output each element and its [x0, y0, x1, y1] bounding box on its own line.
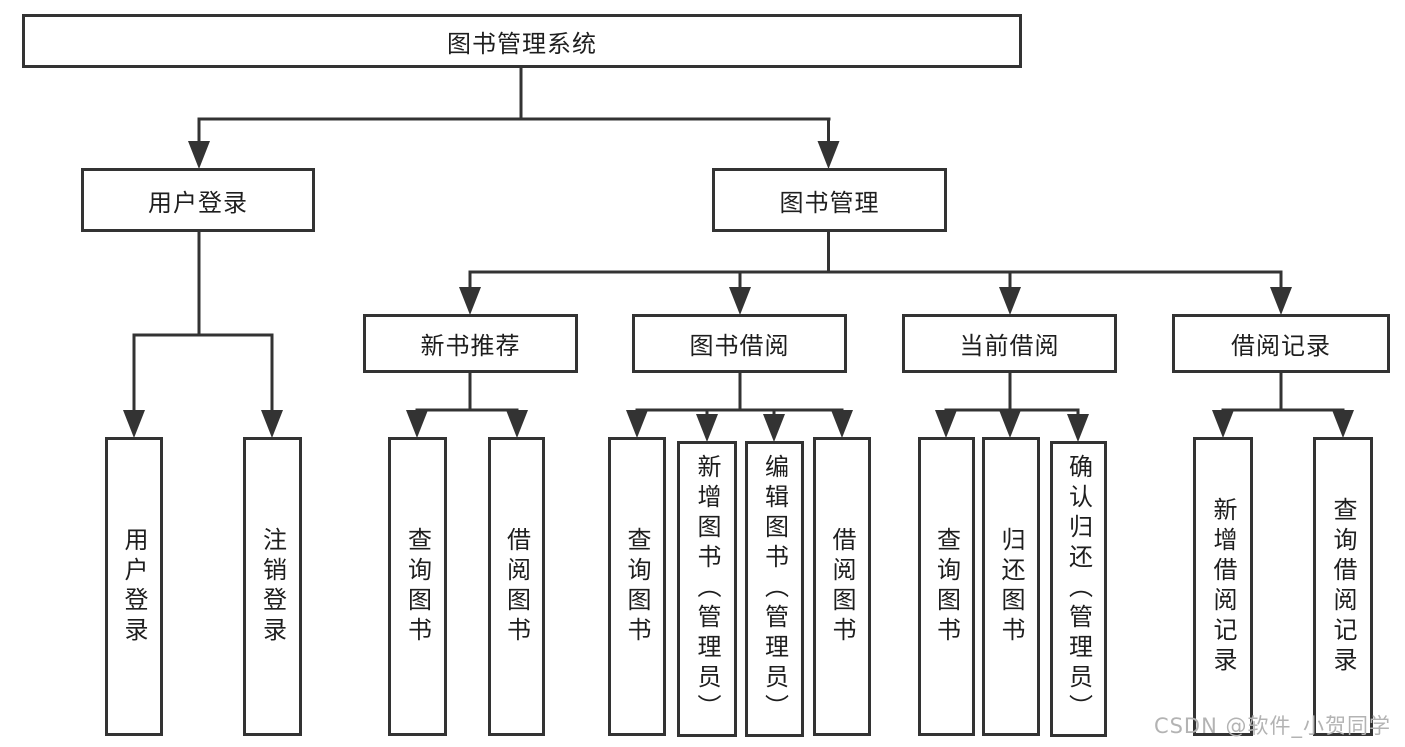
node-borrow-records-label: 借阅记录 [1231, 332, 1331, 360]
node-root: 图书管理系统 [22, 14, 1022, 68]
csdn-watermark: CSDN @软件_小贺同学 [1153, 714, 1391, 738]
leaf-br-query-record-label: 查询借阅记录 [1329, 496, 1357, 677]
node-new-book-recommend-label: 新书推荐 [420, 332, 521, 360]
leaf-logout-label: 注销登录 [258, 526, 287, 647]
node-book-borrow-label: 图书借阅 [689, 332, 790, 360]
node-book-management: 图书管理 [712, 168, 947, 232]
leaf-bb-edit-book-admin: 编辑图书（管理员） [745, 441, 804, 737]
node-book-borrow: 图书借阅 [632, 314, 847, 373]
leaf-nb-query-book-label: 查询图书 [403, 526, 432, 647]
node-user-login: 用户登录 [81, 168, 315, 232]
node-book-management-label: 图书管理 [779, 188, 880, 217]
leaf-nb-borrow-book-label: 借阅图书 [502, 526, 531, 647]
leaf-cb-return-book: 归还图书 [982, 437, 1040, 736]
leaf-bb-query-book-label: 查询图书 [623, 526, 651, 647]
node-borrow-records: 借阅记录 [1172, 314, 1390, 373]
leaf-nb-query-book: 查询图书 [388, 437, 447, 736]
leaf-cb-confirm-return-admin-label: 确认归还（管理员） [1064, 454, 1093, 724]
leaf-br-add-record-label: 新增借阅记录 [1209, 496, 1237, 677]
leaf-nb-borrow-book: 借阅图书 [488, 437, 545, 736]
leaf-bb-edit-book-admin-label: 编辑图书（管理员） [760, 454, 789, 724]
node-current-borrow-label: 当前借阅 [959, 332, 1060, 360]
leaf-logout: 注销登录 [243, 437, 302, 736]
leaf-br-add-record: 新增借阅记录 [1193, 437, 1253, 736]
leaf-cb-query-book-label: 查询图书 [932, 526, 961, 647]
leaf-cb-return-book-label: 归还图书 [997, 526, 1025, 647]
leaf-bb-borrow-book: 借阅图书 [813, 437, 871, 736]
leaf-cb-confirm-return-admin: 确认归还（管理员） [1050, 441, 1107, 737]
leaf-bb-query-book: 查询图书 [608, 437, 666, 736]
node-root-label: 图书管理系统 [447, 29, 597, 58]
node-user-login-label: 用户登录 [148, 188, 248, 217]
leaf-bb-add-book-admin: 新增图书（管理员） [677, 441, 737, 737]
leaf-bb-borrow-book-label: 借阅图书 [828, 526, 856, 647]
leaf-user-login: 用户登录 [105, 437, 163, 736]
leaf-bb-add-book-admin-label: 新增图书（管理员） [693, 454, 721, 724]
node-current-borrow: 当前借阅 [902, 314, 1117, 373]
leaf-br-query-record: 查询借阅记录 [1313, 437, 1373, 736]
node-new-book-recommend: 新书推荐 [363, 314, 578, 373]
leaf-user-login-label: 用户登录 [120, 526, 148, 647]
leaf-cb-query-book: 查询图书 [918, 437, 975, 736]
